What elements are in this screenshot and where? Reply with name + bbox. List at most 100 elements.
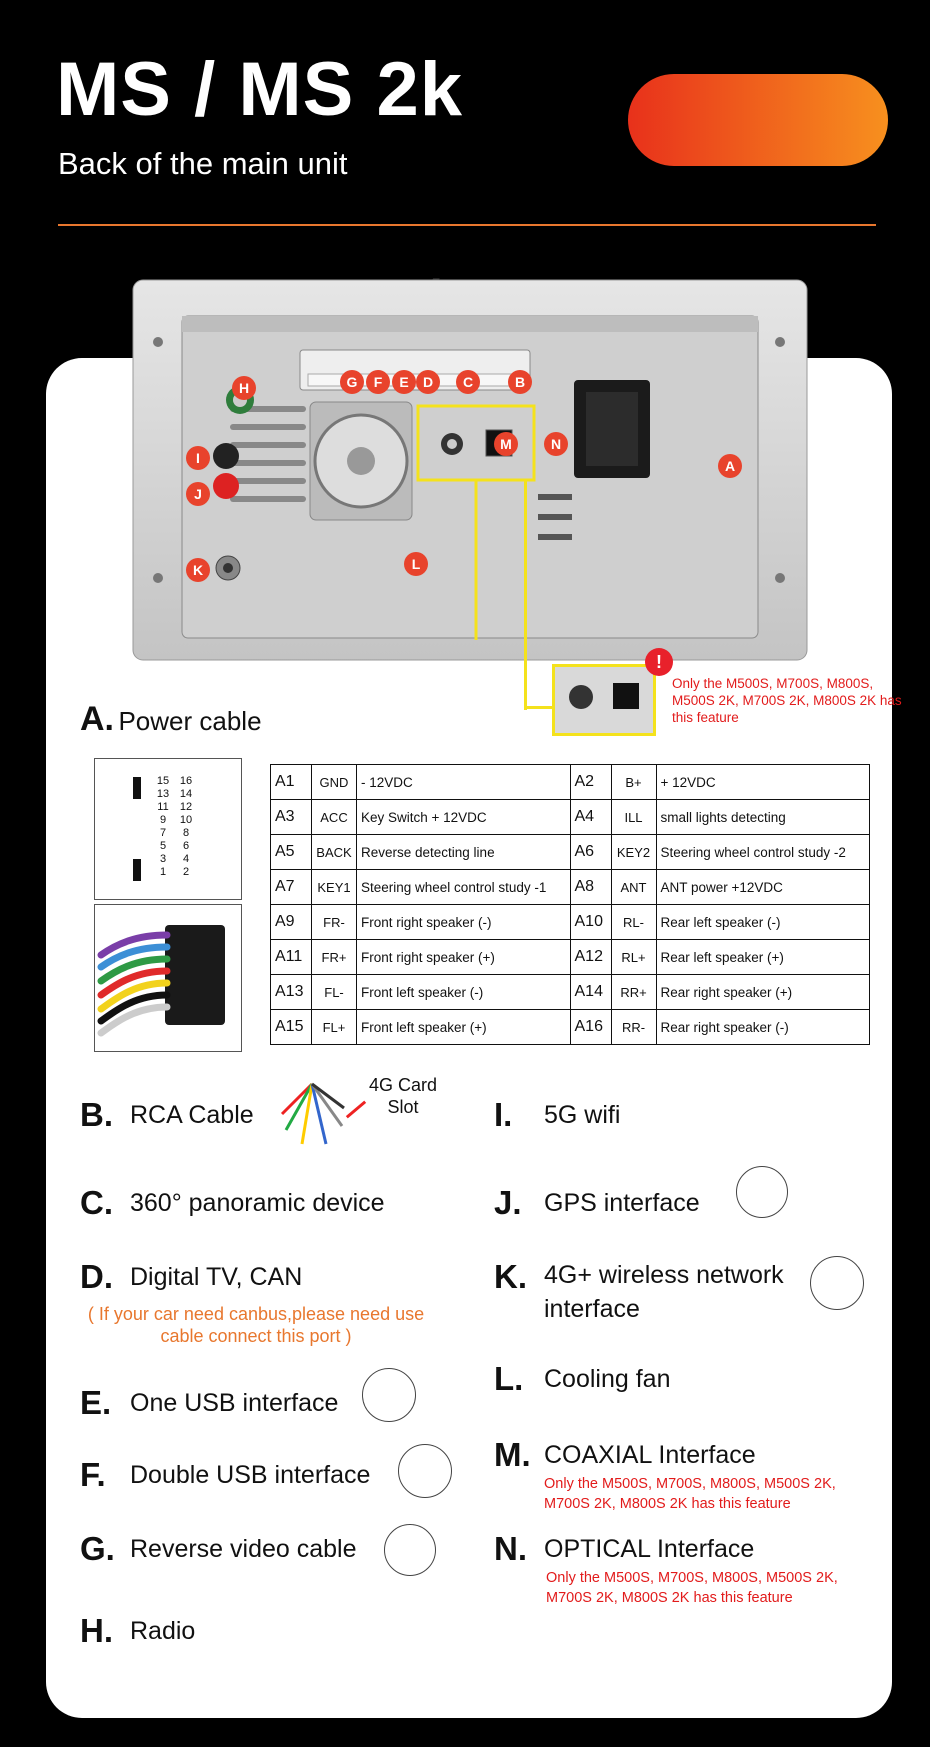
pin-id: A2 (569, 764, 612, 800)
pin-number: 6 (182, 840, 190, 852)
item-label: OPTICAL Interface (544, 1534, 755, 1563)
pin-signal: ANT (610, 869, 657, 905)
marker-m: M (494, 432, 518, 456)
item-label: 360° panoramic device (130, 1188, 385, 1217)
item-d: D. Digital TV, CAN (80, 1258, 302, 1296)
4g-antenna-icon (810, 1256, 864, 1310)
item-letter: F. (80, 1456, 106, 1493)
pin-description: Steering wheel control study -1 (356, 869, 571, 905)
item-m: M. COAXIAL Interface (494, 1436, 756, 1474)
pin-signal: B+ (610, 764, 657, 800)
marker-i: I (186, 446, 210, 470)
pin-signal: FR+ (311, 939, 357, 975)
rca-connector-icon (384, 1524, 436, 1576)
rca-cable-image (272, 1074, 352, 1154)
pin-number: 9 (159, 814, 167, 826)
double-usb-cable-icon (398, 1444, 452, 1498)
pin-id: A10 (569, 904, 612, 940)
pin-number: 3 (159, 853, 167, 865)
item-g: G. Reverse video cable (80, 1530, 357, 1568)
item-label: COAXIAL Interface (544, 1440, 756, 1469)
marker-c: C (456, 370, 480, 394)
warning-note: Only the M500S, M700S, M800S, M500S 2K, … (672, 676, 902, 725)
item-f: F. Double USB interface (80, 1456, 370, 1494)
pin-number: 11 (157, 801, 169, 813)
pin-signal: KEY1 (311, 869, 357, 905)
pin-signal: ILL (610, 799, 657, 835)
pin-description: small lights detecting (655, 799, 870, 835)
pin-id: A12 (569, 939, 612, 975)
marker-k: K (186, 558, 210, 582)
pin-number: 15 (156, 775, 170, 787)
item-letter: I. (494, 1096, 513, 1133)
item-letter: B. (80, 1096, 113, 1133)
pin-description: Rear right speaker (+) (655, 974, 870, 1010)
item-letter: M. (494, 1436, 531, 1473)
pin-description: Rear right speaker (-) (655, 1009, 870, 1045)
marker-j: J (186, 482, 210, 506)
item-i: I. 5G wifi (494, 1096, 620, 1134)
item-letter: H. (80, 1612, 113, 1649)
item-letter: J. (494, 1184, 522, 1221)
pin-number: 14 (179, 788, 193, 800)
zoom-connector-line (524, 480, 527, 710)
item-letter: K. (494, 1258, 527, 1295)
item-n: N. OPTICAL Interface (494, 1530, 754, 1568)
pin-signal: GND (311, 764, 357, 800)
pin-id: A3 (270, 799, 312, 835)
item-label: Digital TV, CAN (130, 1262, 303, 1291)
pin-description: Front left speaker (-) (356, 974, 571, 1010)
pin-signal: FL+ (311, 1009, 357, 1045)
accent-pill (628, 74, 888, 166)
marker-e: E (392, 370, 416, 394)
coaxial-note: Only the M500S, M700S, M800S, M500S 2K, … (544, 1476, 836, 1512)
pin-id: A9 (270, 904, 312, 940)
pin-description: Front right speaker (+) (356, 939, 571, 975)
pin-id: A13 (270, 974, 312, 1010)
section-label: Power cable (118, 706, 262, 736)
optical-note: Only the M500S, M700S, M800S, M500S 2K, … (546, 1570, 838, 1606)
pin-id: A11 (270, 939, 312, 975)
item-letter: L. (494, 1360, 524, 1397)
pin-description: ANT power +12VDC (655, 869, 870, 905)
pin-description: - 12VDC (356, 764, 571, 800)
usb-cable-icon (362, 1368, 416, 1422)
item-label: Cooling fan (544, 1364, 671, 1393)
pin-number: 13 (156, 788, 170, 800)
pin-signal: RR+ (610, 974, 657, 1010)
pin-number: 7 (159, 827, 167, 839)
pin-signal: ACC (311, 799, 357, 835)
pin-description: Steering wheel control study -2 (655, 834, 870, 870)
pin-number: 2 (182, 866, 190, 878)
item-c: C. 360° panoramic device (80, 1184, 385, 1222)
pin-id: A8 (569, 869, 612, 905)
marker-f: F (366, 370, 390, 394)
item-label: 5G wifi (544, 1100, 621, 1129)
page-title: MS / MS 2k (56, 47, 463, 132)
zoom-connector-line-h (524, 706, 554, 709)
pin-number: 1 (159, 866, 167, 878)
pin-number: 4 (182, 853, 190, 865)
pin-description: Key Switch + 12VDC (356, 799, 571, 835)
marker-g: G (340, 370, 364, 394)
feature-zoom-inset (552, 664, 656, 736)
pin-description: Reverse detecting line (356, 834, 571, 870)
item-j: J. GPS interface (494, 1184, 700, 1222)
pin-signal: KEY2 (610, 834, 657, 870)
marker-d: D (416, 370, 440, 394)
item-l: L. Cooling fan (494, 1360, 670, 1398)
item-e: E. One USB interface (80, 1384, 338, 1422)
item-letter: C. (80, 1184, 113, 1221)
pin-signal: BACK (311, 834, 357, 870)
pin-id: A7 (270, 869, 312, 905)
pin-signal: RR- (610, 1009, 657, 1045)
marker-b: B (508, 370, 532, 394)
head-unit-rear-illustration (132, 278, 808, 661)
